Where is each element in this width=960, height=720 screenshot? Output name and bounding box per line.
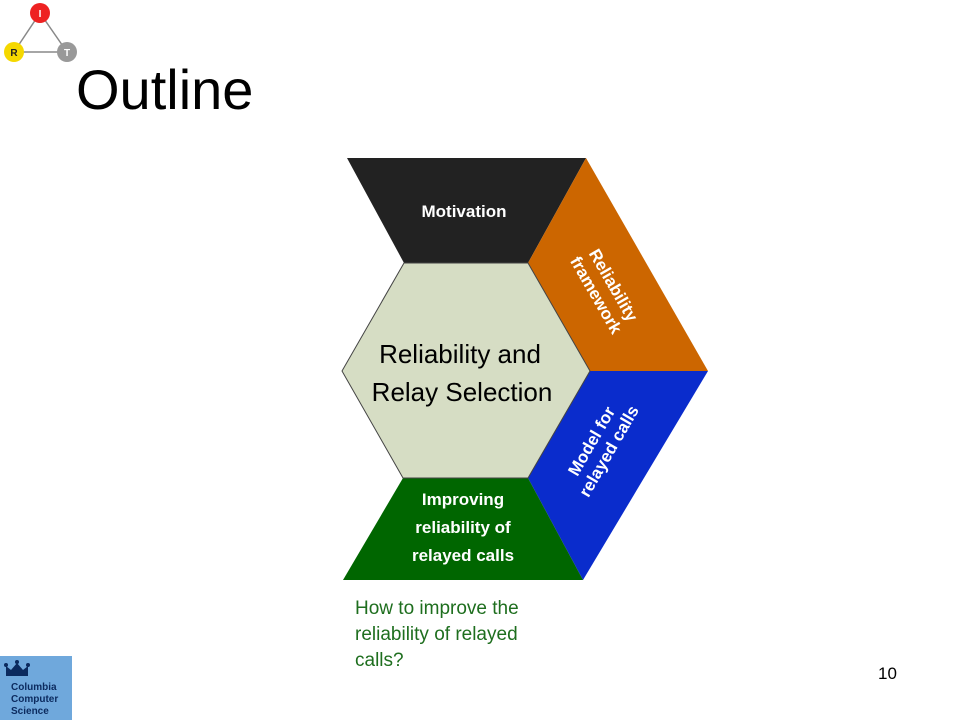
irt-logo: I R T: [4, 3, 77, 62]
logo-node-top: [30, 3, 50, 23]
slide-title: Outline: [76, 58, 254, 121]
motivation-label: Motivation: [422, 202, 507, 221]
note-line1: How to improve the: [355, 598, 519, 619]
slide-note: How to improve the reliability of relaye…: [355, 596, 585, 674]
crown-icon: [4, 660, 30, 676]
page-number: 10: [878, 664, 897, 683]
logo-letter-left: R: [10, 48, 18, 59]
logo-node-left: [4, 42, 24, 62]
improving-label-line3: relayed calls: [412, 546, 514, 565]
logo-letter-top: I: [39, 9, 42, 20]
logo-line3: Science: [11, 706, 49, 717]
center-label-line1: Reliability and: [379, 339, 541, 369]
logo-line1: Columbia: [11, 682, 57, 693]
logo-node-right: [57, 42, 77, 62]
improving-label-line2: reliability of: [415, 518, 511, 537]
columbia-logo: Columbia Computer Science: [0, 656, 72, 720]
framework-segment[interactable]: [528, 158, 708, 371]
improving-segment[interactable]: [343, 478, 583, 580]
improving-label-line1: Improving: [422, 490, 504, 509]
center-hexagon[interactable]: [341, 262, 591, 479]
model-segment[interactable]: [528, 371, 708, 580]
note-line3: calls?: [355, 650, 404, 671]
logo-letter-right: T: [64, 48, 70, 59]
center-label-line2: Relay Selection: [372, 377, 553, 407]
motivation-segment[interactable]: [347, 158, 586, 263]
note-line2: reliability of relayed: [355, 624, 518, 645]
logo-line2: Computer: [11, 694, 59, 705]
